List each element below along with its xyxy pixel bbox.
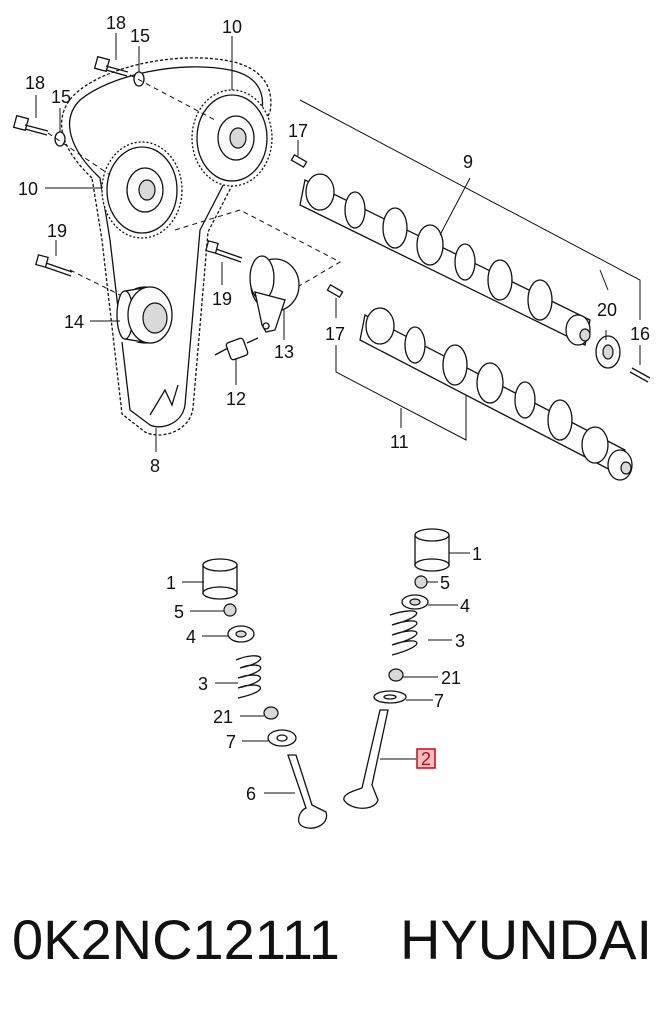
valve-lifter-left [202, 558, 238, 600]
idler-pulley [116, 286, 173, 344]
callout-17-lower: 17 [325, 324, 345, 344]
callout-1-left: 1 [166, 573, 176, 593]
callout-12: 12 [226, 389, 246, 409]
callout-2: 2 [421, 749, 431, 769]
valve-keeper-left [223, 603, 237, 617]
callout-17-top: 17 [288, 121, 308, 141]
callout-14: 14 [64, 312, 84, 332]
callout-10-top: 10 [222, 17, 242, 37]
bolt-mid [12, 114, 49, 136]
valve-seal-left [263, 706, 279, 720]
brand-name: HYUNDAI [400, 908, 653, 971]
callout-16: 16 [630, 324, 650, 344]
dowel-pin-upper [290, 154, 308, 168]
sprocket-upper [191, 89, 273, 187]
callout-7-left: 7 [226, 732, 236, 752]
callout-1-right: 1 [472, 544, 482, 564]
callout-15-top: 15 [130, 26, 150, 46]
callout-4-left: 4 [186, 627, 196, 647]
camshaft-upper [299, 173, 591, 346]
callout-13: 13 [274, 342, 294, 362]
tensioner-spring [214, 337, 259, 361]
washer-top [133, 71, 145, 87]
callout-19-left: 19 [47, 221, 67, 241]
callout-9: 9 [463, 152, 473, 172]
callout-21-right: 21 [441, 668, 461, 688]
callout-5-right: 5 [440, 573, 450, 593]
callout-20: 20 [597, 300, 617, 320]
callout-15-mid: 15 [51, 87, 71, 107]
bolt-top [93, 55, 129, 77]
spring-retainer-right [401, 594, 429, 610]
bolt-16 [629, 367, 651, 383]
valve-keeper-right [414, 575, 428, 589]
valve-spring-left [235, 655, 262, 699]
parts-diagram: 18 15 10 18 15 10 17 9 19 19 14 13 12 8 … [12, 13, 651, 829]
caption: 0K2NC12111 HYUNDAI [0, 895, 671, 985]
callout-4-right: 4 [460, 596, 470, 616]
callout-8: 8 [150, 456, 160, 476]
bolt-19-left [35, 254, 73, 277]
tensioner [249, 255, 300, 333]
callout-19-right: 19 [212, 289, 232, 309]
camshaft-lower [359, 307, 633, 481]
valve-spring-right [389, 610, 418, 656]
thrust-plate [595, 335, 621, 369]
spring-seat-left [267, 729, 297, 747]
valve-seal-right [388, 668, 404, 682]
callout-2-highlight: 2 [416, 748, 436, 769]
bolt-19-right [205, 240, 243, 263]
callout-18-mid: 18 [25, 73, 45, 93]
sprocket-lower [101, 141, 183, 239]
callout-3-right: 3 [455, 631, 465, 651]
callout-21-left: 21 [213, 707, 233, 727]
callout-3-left: 3 [198, 674, 208, 694]
callout-5-left: 5 [174, 602, 184, 622]
spring-seat-right [373, 690, 407, 704]
part-number: 0K2NC12111 [12, 908, 340, 971]
callout-11: 11 [390, 432, 409, 452]
dowel-pin-lower [326, 284, 344, 298]
callout-18-top: 18 [106, 13, 126, 33]
callout-6: 6 [246, 784, 256, 804]
timing-belt [60, 57, 272, 436]
valve-lifter-right [414, 528, 450, 572]
exhaust-valve [343, 709, 389, 809]
intake-valve [287, 754, 328, 829]
callout-10-mid: 10 [18, 179, 38, 199]
callout-7-right: 7 [434, 691, 444, 711]
spring-retainer-left [227, 625, 255, 643]
